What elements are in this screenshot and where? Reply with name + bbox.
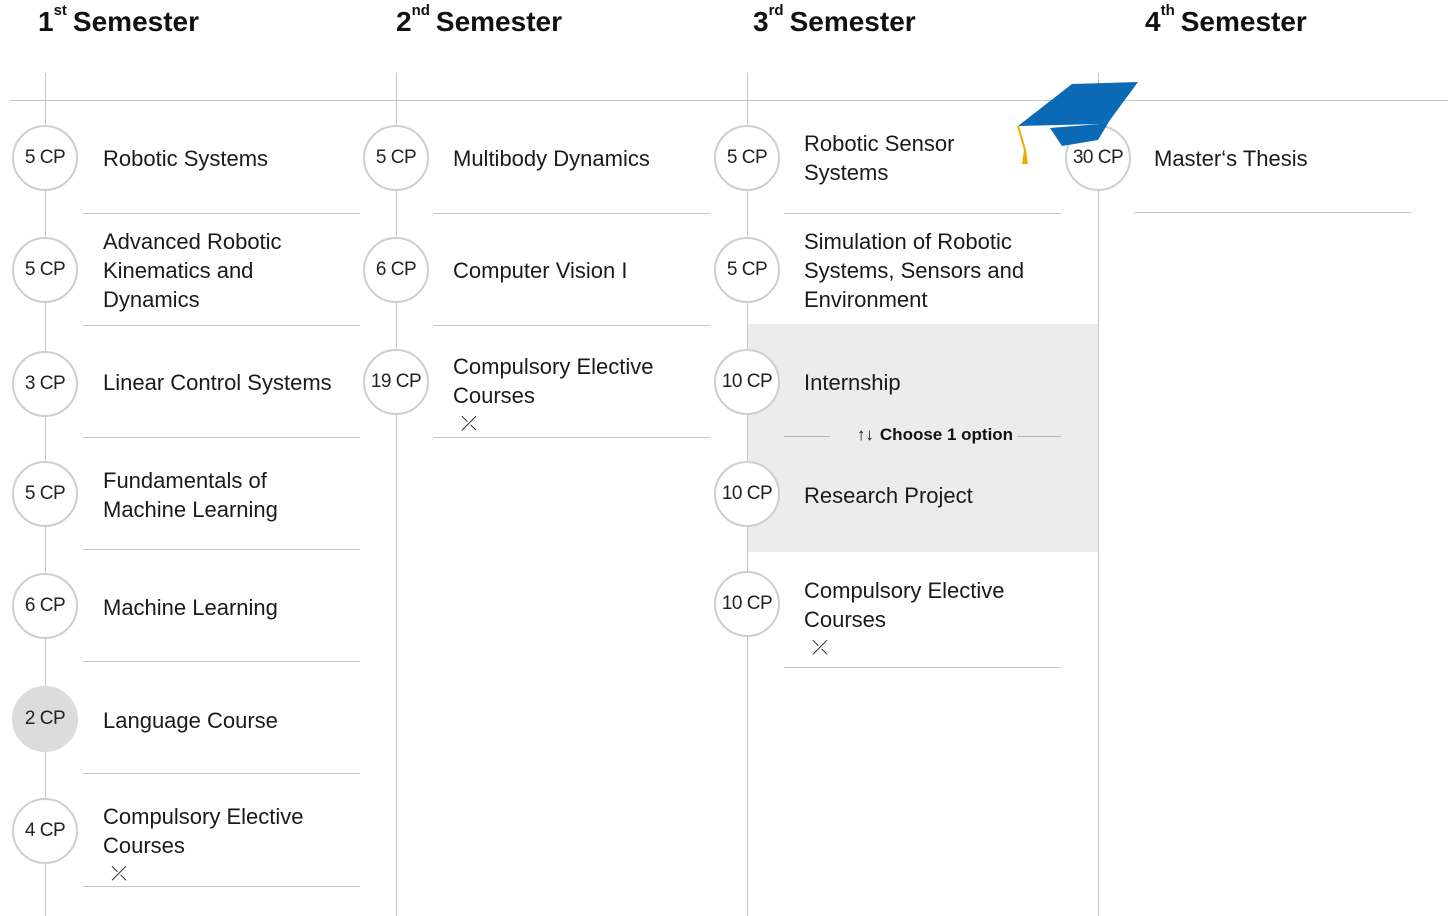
semester-4-suffix: th [1160, 2, 1175, 19]
course-divider [83, 549, 360, 550]
choose-divider-right [1017, 436, 1061, 437]
credit-badge: 4 CP [12, 798, 78, 864]
expand-icon[interactable]: ⤫ [461, 413, 477, 435]
credit-badge: 5 CP [12, 237, 78, 303]
course-divider [784, 667, 1061, 668]
credit-badge: 10 CP [714, 461, 780, 527]
credit-badge: 5 CP [12, 125, 78, 191]
semester-1-label: Semester [72, 6, 200, 37]
semester-3-ordinal: 3 [753, 6, 769, 37]
credit-badge: 10 CP [714, 349, 780, 415]
semester-3-title: 3rd Semester [753, 3, 916, 38]
choose-one-option-label: ↑↓Choose 1 option [856, 425, 1014, 444]
course-divider [83, 661, 360, 662]
semester-2-suffix: nd [411, 2, 430, 19]
course-robotic-sensor-systems[interactable]: Robotic Sensor Systems [804, 131, 955, 185]
course-language-course[interactable]: Language Course [103, 707, 278, 733]
course-computer-vision-i[interactable]: Computer Vision I [453, 257, 628, 283]
course-divider [83, 325, 360, 326]
course-divider [433, 213, 710, 214]
semester-4-ordinal: 4 [1145, 6, 1161, 37]
course-divider [433, 325, 710, 326]
semester-3-label: Semester [789, 6, 916, 37]
timeline-semester-4 [1098, 73, 1099, 916]
course-divider [433, 437, 710, 438]
semester-4-title: 4th Semester [1145, 3, 1307, 38]
course-divider [83, 886, 360, 887]
course-compulsory-elective-courses[interactable]: Compulsory Elective Courses⤫ [804, 576, 1034, 659]
credit-badge: 3 CP [12, 351, 78, 417]
course-divider [83, 437, 360, 438]
expand-icon[interactable]: ⤫ [111, 863, 127, 885]
semester-1-ordinal: 1 [38, 6, 54, 37]
course-machine-learning[interactable]: Machine Learning [103, 594, 278, 620]
credit-badge: 10 CP [714, 571, 780, 637]
semester-1-suffix: st [53, 2, 67, 19]
course-masters-thesis[interactable]: Master‘s Thesis [1154, 145, 1308, 171]
course-linear-control-systems[interactable]: Linear Control Systems [103, 369, 332, 395]
option-group-background [747, 324, 1098, 552]
expand-icon[interactable]: ⤫ [812, 637, 828, 659]
course-fundamentals-of-machine-learning[interactable]: Fundamentals of Machine Learning [103, 468, 278, 522]
header-divider [10, 100, 1448, 101]
credit-badge: 5 CP [714, 237, 780, 303]
semester-1-title: 1st Semester [38, 3, 200, 38]
credit-badge: 5 CP [714, 125, 780, 191]
course-divider [784, 213, 1061, 214]
course-robotic-systems[interactable]: Robotic Systems [103, 145, 269, 171]
credit-badge: 5 CP [363, 125, 429, 191]
course-research-project[interactable]: Research Project [804, 482, 973, 508]
credit-badge: 6 CP [363, 237, 429, 303]
course-divider [83, 773, 360, 774]
graduation-cap-icon [1017, 82, 1138, 164]
credit-badge: 19 CP [363, 349, 429, 415]
course-divider [1134, 212, 1411, 213]
course-multibody-dynamics[interactable]: Multibody Dynamics [453, 145, 650, 171]
swap-arrows-icon: ↑↓ [856, 425, 874, 444]
semester-2-ordinal: 2 [396, 6, 412, 37]
semester-4-label: Semester [1180, 6, 1307, 37]
course-simulation-of-robotic-systems[interactable]: Simulation of Robotic Systems, Sensors a… [804, 228, 1025, 312]
credit-badge: 2 CP [12, 686, 78, 752]
course-advanced-robotic-kinematics[interactable]: Advanced Robotic Kinematics and Dynamics [103, 228, 282, 312]
course-divider [83, 213, 360, 214]
credit-badge: 5 CP [12, 461, 78, 527]
course-internship[interactable]: Internship [804, 369, 901, 395]
course-compulsory-elective-courses[interactable]: Compulsory Elective Courses⤫ [103, 802, 333, 885]
semester-2-label: Semester [435, 6, 562, 37]
semester-2-title: 2nd Semester [396, 3, 562, 38]
semester-3-suffix: rd [768, 2, 784, 19]
course-compulsory-elective-courses[interactable]: Compulsory Elective Courses⤫ [453, 352, 683, 435]
timeline-semester-2 [396, 73, 397, 916]
credit-badge: 6 CP [12, 573, 78, 639]
choose-divider-left [784, 436, 830, 437]
